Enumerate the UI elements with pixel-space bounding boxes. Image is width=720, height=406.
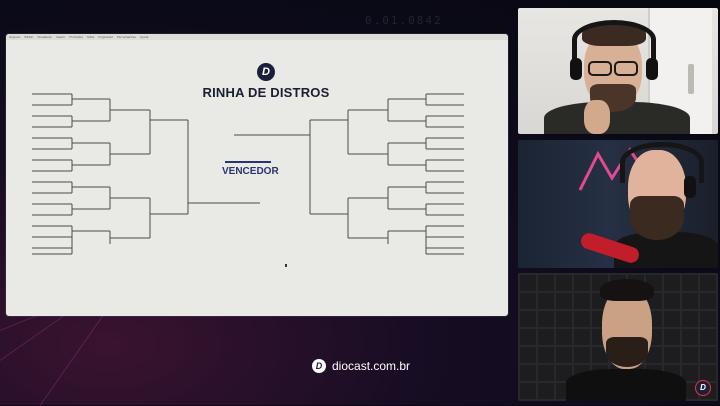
shared-screen: Arquivo Editar Visualizar Inserir Format… [6, 34, 508, 316]
bg-ticker-text: 0.01.0842 [365, 14, 443, 27]
winner-underline [225, 161, 271, 163]
menu-item[interactable]: Visualizar [37, 35, 52, 39]
menu-item[interactable]: Ajuda [139, 35, 149, 39]
menu-item[interactable]: Arquivo [9, 35, 21, 39]
headset-earcup [684, 176, 696, 198]
headset-icon [572, 20, 656, 59]
site-url[interactable]: diocast.com.br [332, 359, 411, 373]
glasses-icon [614, 61, 638, 76]
menu-item[interactable]: Slide [86, 35, 95, 39]
door-handle [688, 64, 694, 94]
webcam-host-2 [518, 140, 718, 268]
webcam-host-1 [518, 8, 718, 134]
bracket-title: RINHA DE DISTROS [202, 85, 330, 100]
menu-item[interactable]: Organizar [98, 35, 113, 39]
person-body [566, 369, 686, 401]
diocast-logo: D [257, 63, 275, 81]
bracket-right [234, 93, 464, 255]
webcam-host-3: D [518, 273, 718, 401]
mouse-cursor-icon [285, 264, 287, 267]
bracket-left [32, 93, 260, 255]
headset-earcup [646, 58, 658, 80]
glasses-icon [588, 61, 612, 76]
footer-brand: D diocast.com.br [312, 359, 410, 373]
headset-icon [620, 142, 704, 183]
menu-item[interactable]: Ferramentas [116, 35, 136, 39]
person-hair [600, 279, 654, 301]
person-beard [606, 337, 648, 367]
person-beard [630, 196, 684, 240]
app-menubar: Arquivo Editar Visualizar Inserir Format… [6, 34, 508, 40]
headset-earcup [570, 58, 582, 80]
diocast-logo-icon: D [312, 359, 326, 373]
tournament-bracket [32, 93, 464, 255]
menu-item[interactable]: Editar [24, 35, 34, 39]
menu-item[interactable]: Inserir [55, 35, 66, 39]
winner-label: VENCEDOR [222, 166, 279, 177]
diocast-badge-icon: D [696, 381, 710, 395]
menu-item[interactable]: Formatar [69, 35, 83, 39]
person-hands [584, 100, 610, 134]
bracket-header: D RINHA DE DISTROS [196, 63, 336, 100]
